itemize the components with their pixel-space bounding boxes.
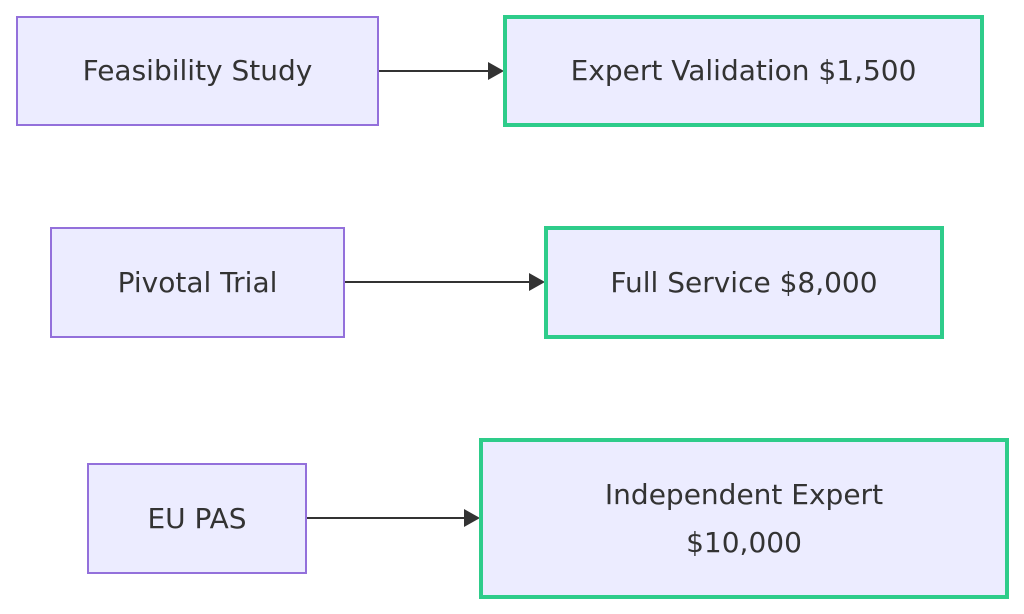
node-feasibility-study[interactable]: Feasibility Study	[16, 16, 379, 126]
node-pivotal-trial[interactable]: Pivotal Trial	[50, 227, 345, 338]
node-label: Pivotal Trial	[117, 265, 278, 299]
node-label: Feasibility Study	[82, 54, 313, 87]
node-full-service[interactable]: Full Service $8,000	[544, 226, 944, 339]
arrowhead-icon	[464, 509, 480, 527]
node-label: Independent Expert $10,000	[604, 477, 884, 559]
node-expert-validation[interactable]: Expert Validation $1,500	[503, 15, 984, 127]
node-label: Expert Validation $1,500	[570, 54, 917, 87]
edge-eu-pas-to-independent-expert	[307, 509, 480, 527]
edge-feasibility-to-expert-validation	[379, 62, 504, 80]
arrowhead-icon	[529, 273, 545, 291]
edge-pivotal-to-full-service	[345, 273, 545, 291]
node-label: Full Service $8,000	[610, 265, 878, 299]
node-eu-pas[interactable]: EU PAS	[87, 463, 307, 574]
node-independent-expert[interactable]: Independent Expert $10,000	[479, 438, 1009, 599]
arrowhead-icon	[488, 62, 504, 80]
node-label: EU PAS	[147, 501, 247, 535]
